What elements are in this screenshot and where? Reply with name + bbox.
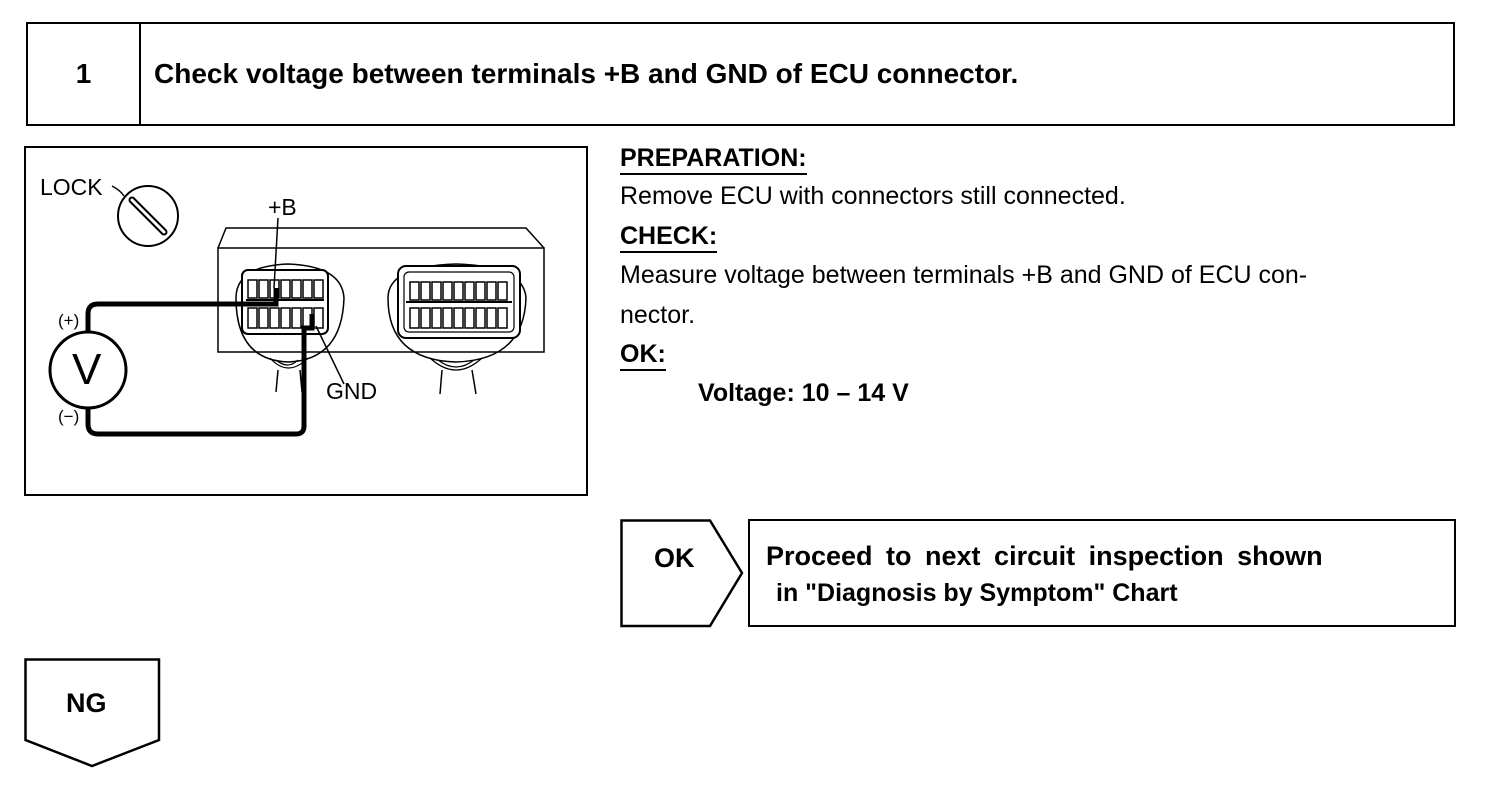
ecu-connector-right [387,263,527,395]
ok-tag-label: OK [654,543,695,573]
ecu-housing [217,227,545,353]
step-title: Check voltage between terminals +B and G… [154,58,1019,89]
ecu-connector-left [235,263,345,393]
ignition-key-icon [111,185,179,247]
plus-b-terminal-label: +B [268,194,297,220]
ok-arrow-shape [620,519,744,628]
gnd-terminal-label: GND [326,378,378,404]
negative-polarity-label: (−) [58,407,80,426]
check-heading: CHECK: [620,224,718,253]
voltmeter-label: V [72,345,102,394]
ok-result-box: Proceed to next circuit inspection shown… [748,519,1456,627]
check-text-line1: Measure voltage between terminals +B and… [620,261,1308,289]
check-text-line2: nector. [620,301,696,329]
positive-polarity-label: (+) [58,311,80,330]
plus-b-leader [273,217,279,289]
preparation-text: Remove ECU with connectors still connect… [620,182,1126,210]
ng-arrow-shape [24,658,161,768]
step-number: 1 [28,24,141,124]
ok-result-line2: in "Diagnosis by Symptom" Chart [776,579,1178,607]
ok-result-tag: OK [620,519,744,634]
ecu-connector-illustration: LOCK +B GND (+) (−) V [24,146,588,496]
preparation-heading: PREPARATION: [620,146,807,175]
lock-label: LOCK [40,174,103,200]
ok-heading: OK: [620,342,666,371]
ng-tag-label: NG [66,688,107,718]
negative-test-lead [85,314,315,437]
ok-voltage-spec: Voltage: 10 – 14 V [698,379,909,407]
ng-result-tag: NG [24,658,164,775]
step-header: 1 Check voltage between terminals +B and… [26,22,1455,126]
ecu-diagram-drawing [48,185,545,437]
ok-result-line1: Proceed to next circuit inspection shown [766,541,1323,571]
positive-test-lead [85,288,279,332]
gnd-leader [315,325,345,385]
